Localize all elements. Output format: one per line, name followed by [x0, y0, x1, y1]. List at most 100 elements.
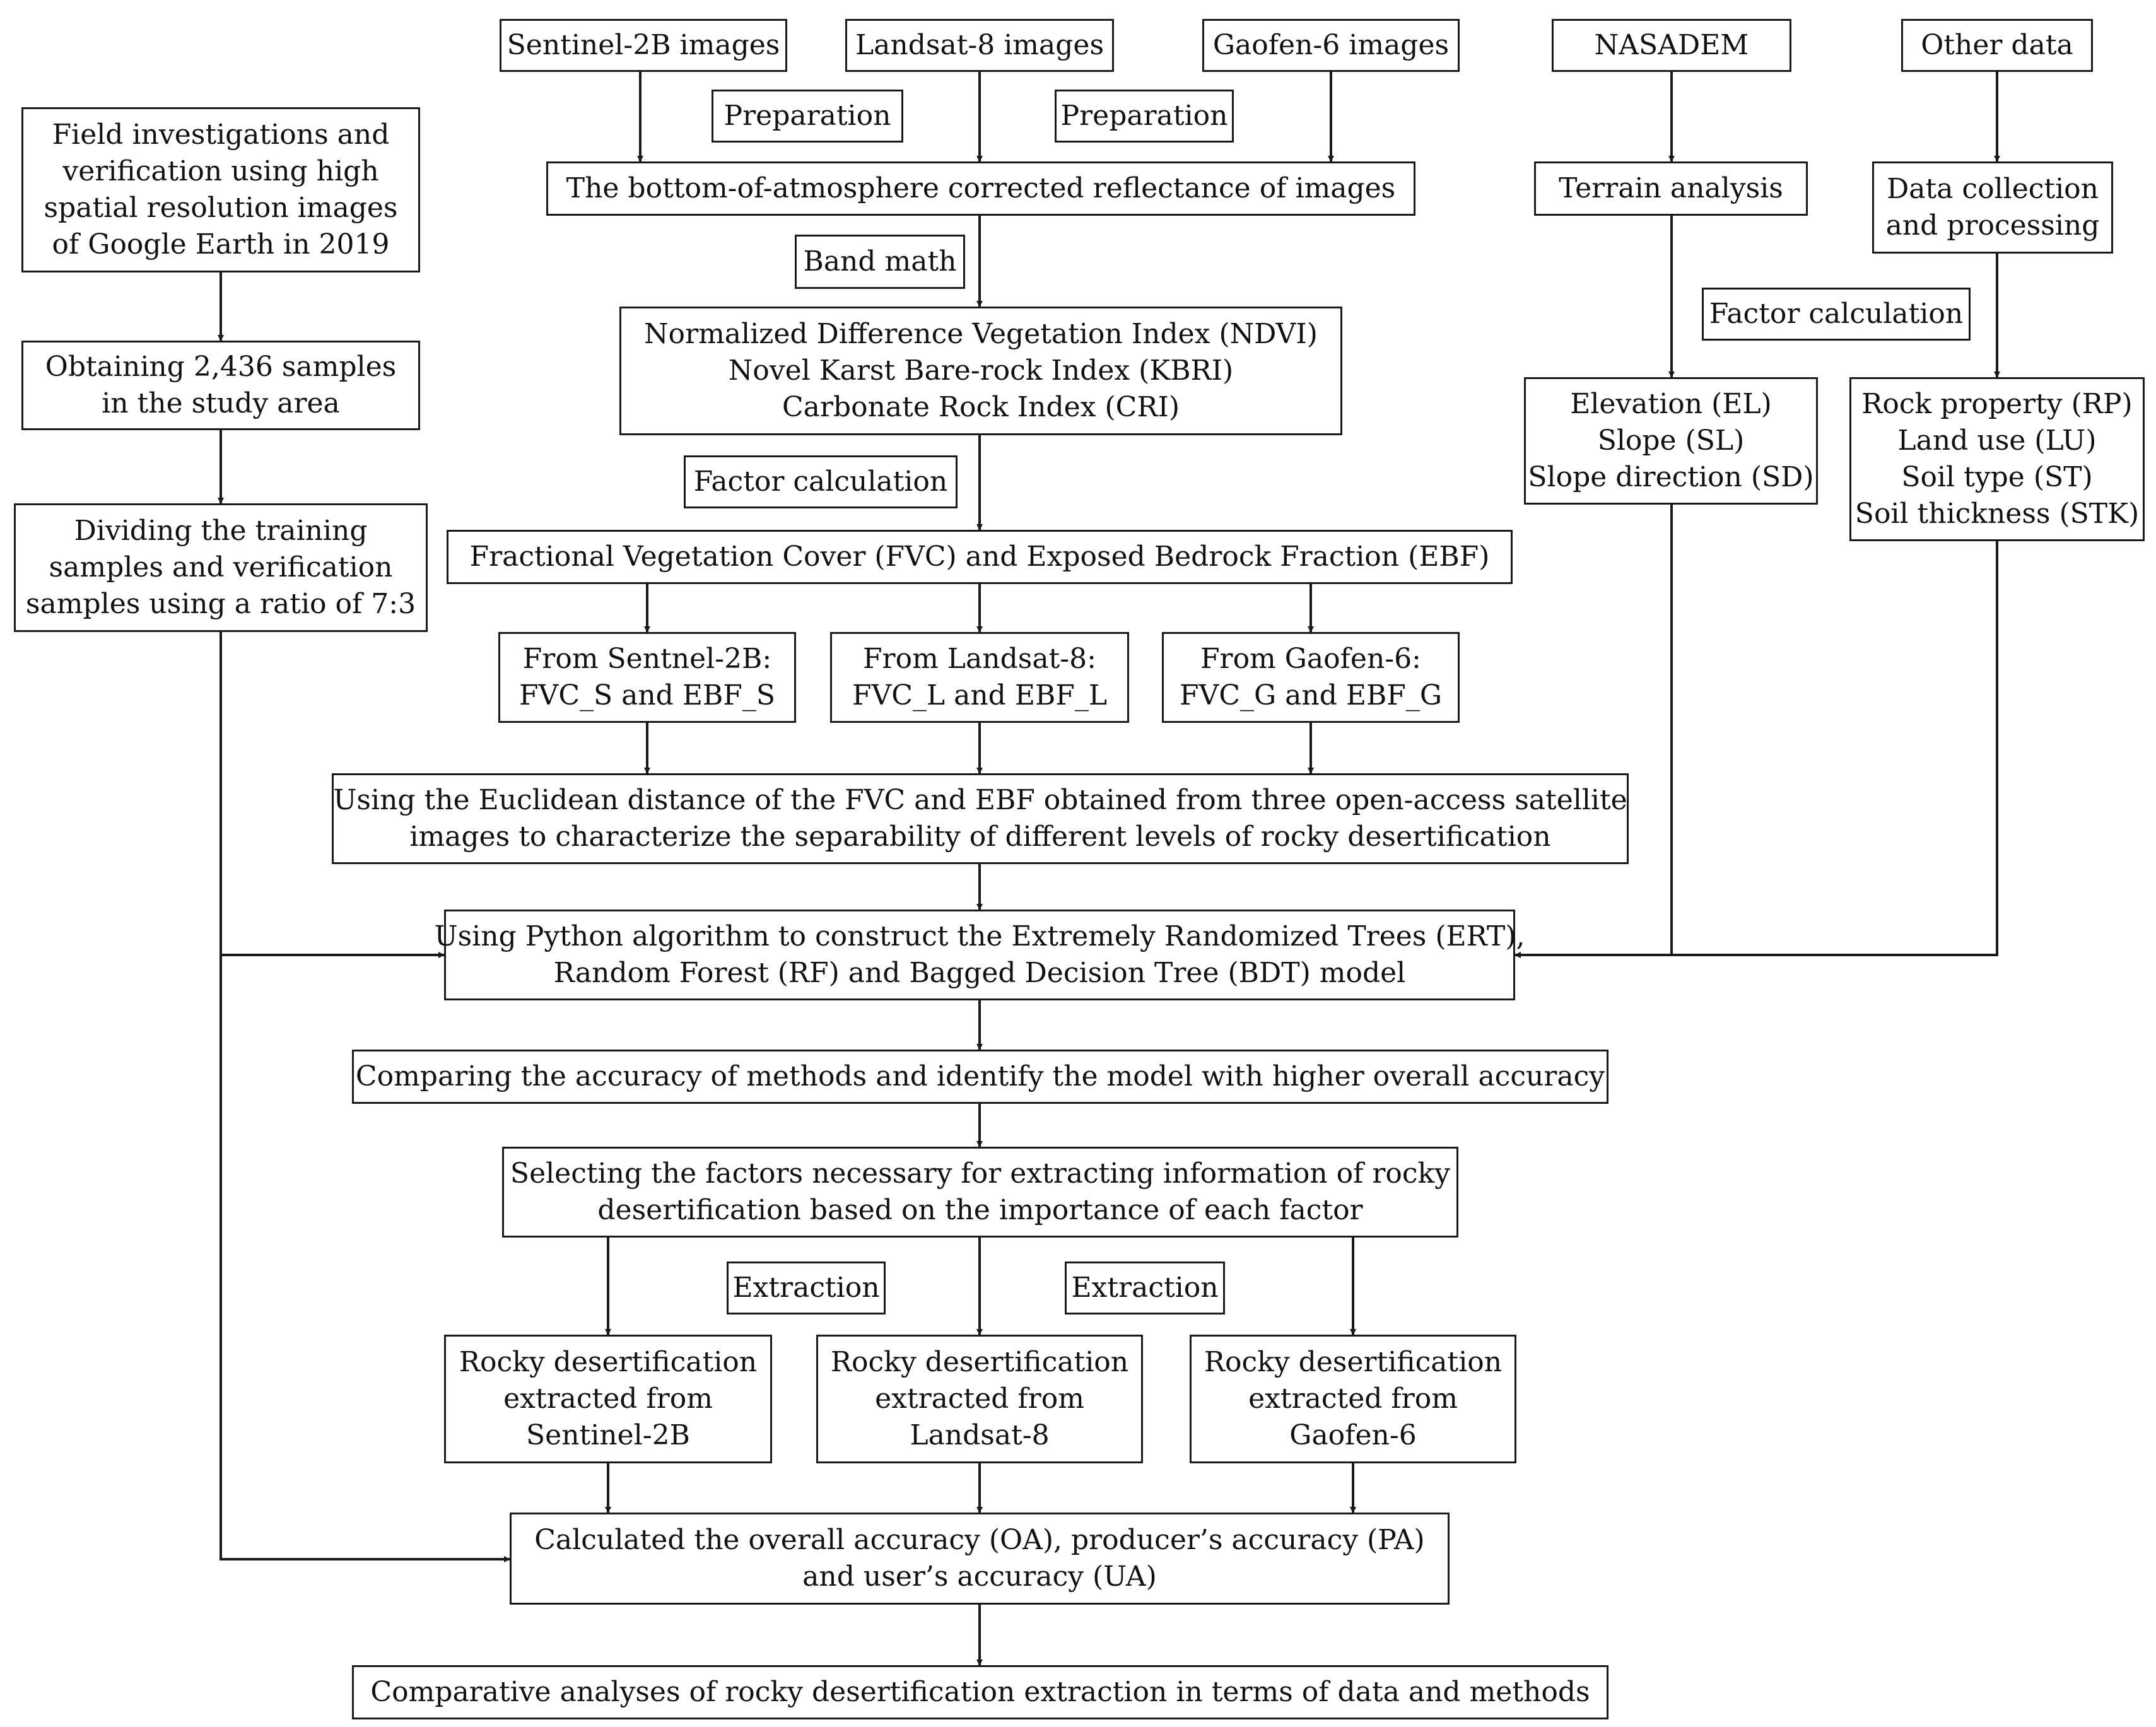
box-text-line: Selecting the factors necessary for extr…	[510, 1157, 1451, 1190]
box-text-line: extracted from	[1248, 1383, 1458, 1415]
extraction-box-left: Extraction	[727, 1262, 886, 1314]
box-text-line: samples using a ratio of 7:3	[25, 588, 416, 620]
box-text: Selecting the factors necessary for extr…	[510, 1156, 1450, 1229]
box-text-line: Band math	[803, 245, 957, 278]
other-factors-box: Rock property (RP) Land use (LU) Soil type…	[1849, 377, 2145, 541]
box-text: Factor calculation	[1709, 296, 1963, 332]
box-text-line: Rocky desertification	[1204, 1346, 1503, 1378]
box-text-line: From Sentnel-2B:	[522, 643, 772, 675]
extraction-box-right: Extraction	[1065, 1262, 1225, 1314]
box-text: Calculated the overall accuracy (OA), pr…	[534, 1522, 1424, 1595]
box-text-line: Preparation	[1060, 100, 1228, 132]
box-text-line: Sentinel-2B	[526, 1419, 690, 1451]
box-text: Landsat-8 images	[855, 27, 1104, 64]
box-text-line: Extraction	[732, 1272, 880, 1304]
box-text: From Landsat-8:FVC_L and EBF_L	[852, 641, 1107, 714]
box-text-line: Fractional Vegetation Cover (FVC) and Ex…	[469, 541, 1490, 573]
sentinel-images-box: Sentinel-2B images	[500, 19, 787, 72]
from-sentinel-box: From Sentnel-2B:FVC_S and EBF_S	[498, 632, 796, 723]
terrain-factors-box: Elevation (EL)Slope (SL)Slope direction …	[1524, 377, 1818, 505]
gaofen-images-box: Gaofen-6 images	[1202, 19, 1460, 72]
box-text-line: FVC_L and EBF_L	[852, 679, 1108, 711]
box-text-line: Landsat-8	[910, 1419, 1050, 1451]
box-text-line: Comparative analyses of rocky desertific…	[370, 1676, 1590, 1708]
from-landsat-box: From Landsat-8:FVC_L and EBF_L	[830, 632, 1129, 723]
box-text: Factor calculation	[694, 464, 947, 500]
box-text-line: Terrain analysis	[1559, 172, 1783, 204]
arrow-dividing-to-calc	[220, 955, 510, 1562]
box-text-line: of Google Earth in 2019	[52, 228, 390, 261]
dividing-samples-box: Dividing the training samples and verific…	[14, 503, 428, 632]
box-text-line: Random Forest (RF) and Bagged Decision T…	[553, 957, 1406, 989]
box-text-line: and user’s accuracy (UA)	[802, 1560, 1157, 1593]
box-text: Normalized Difference Vegetation Index (…	[644, 316, 1318, 426]
box-text-line: extracted from	[503, 1383, 713, 1415]
box-text: Extraction	[732, 1270, 879, 1306]
fvc-ebf-box: Fractional Vegetation Cover (FVC) and Ex…	[447, 530, 1513, 584]
box-text-line: Slope direction (SD)	[1528, 461, 1814, 493]
box-text: Elevation (EL)Slope (SL)Slope direction …	[1528, 386, 1813, 496]
box-text-line: The bottom-of-atmosphere corrected refle…	[566, 172, 1396, 204]
box-text-line: NASADEM	[1594, 29, 1749, 61]
box-text-line: Soil thickness (STK)	[1854, 498, 2140, 530]
box-text-line: images to characterize the separability …	[409, 821, 1551, 853]
box-text-line: Rocky desertification	[459, 1346, 758, 1378]
box-text-line: Gaofen-6 images	[1212, 29, 1450, 61]
box-text: Extraction	[1071, 1270, 1218, 1306]
box-text-line: Soil type (ST)	[1901, 461, 2093, 493]
box-text: Using Python algorithm to construct the …	[435, 918, 1525, 992]
box-text: Comparative analyses of rocky desertific…	[370, 1674, 1590, 1711]
box-text-line: Preparation	[724, 100, 891, 132]
box-text-line: spatial resolution images	[44, 192, 398, 224]
box-text-line: Land use (LU)	[1897, 424, 2097, 457]
box-text-line: Factor calculation	[693, 465, 948, 498]
box-text-line: Dividing the training	[74, 515, 368, 547]
box-text: Dividing the training samples and verific…	[26, 513, 416, 623]
box-text-line: FVC_G and EBF_G	[1180, 679, 1442, 711]
box-text: NASADEM	[1595, 27, 1749, 64]
box-text-line: Other data	[1921, 29, 2073, 61]
other-data-box: Other data	[1901, 19, 2093, 72]
box-text-line: Slope (SL)	[1597, 424, 1745, 457]
factor-calculation-box-right: Factor calculation	[1702, 288, 1971, 341]
box-text: The bottom-of-atmosphere corrected refle…	[566, 170, 1396, 207]
box-text-line: Normalized Difference Vegetation Index (…	[644, 318, 1318, 350]
preparation-box-right: Preparation	[1055, 90, 1234, 143]
box-text-line: Comparing the accuracy of methods and id…	[355, 1060, 1605, 1092]
box-text-line: Factor calculation	[1709, 298, 1964, 330]
box-text-line: desertification based on the importance …	[597, 1194, 1363, 1226]
nasadem-box: NASADEM	[1552, 19, 1791, 72]
box-text-line: Rock property (RP)	[1861, 388, 2133, 420]
box-text: From Sentnel-2B:FVC_S and EBF_S	[519, 641, 775, 714]
box-text-line: Carbonate Rock Index (CRI)	[782, 391, 1180, 423]
box-text-line: Using Python algorithm to construct the …	[434, 920, 1525, 952]
box-text-line: samples and verification	[49, 551, 393, 583]
box-text: Terrain analysis	[1559, 170, 1783, 207]
box-text: From Gaofen-6: FVC_G and EBF_G	[1180, 641, 1442, 714]
euclidean-distance-box: Using the Euclidean distance of the FVC …	[332, 773, 1629, 864]
landsat-images-box: Landsat-8 images	[845, 19, 1114, 72]
box-text-line: Landsat-8 images	[855, 29, 1104, 61]
from-gaofen-box: From Gaofen-6: FVC_G and EBF_G	[1162, 632, 1460, 723]
box-text: Preparation	[724, 98, 891, 134]
python-models-box: Using Python algorithm to construct the …	[435, 910, 1525, 1000]
box-text-line: Novel Karst Bare-rock Index (KBRI)	[728, 354, 1234, 387]
box-text-line: verification using high	[62, 155, 379, 187]
box-text: Band math	[803, 243, 956, 280]
box-text-line: From Gaofen-6:	[1200, 643, 1421, 675]
box-text: Fractional Vegetation Cover (FVC) and Ex…	[470, 539, 1490, 575]
box-text: Preparation	[1061, 98, 1228, 134]
box-text-line: in the study area	[102, 387, 340, 419]
band-math-box: Band math	[795, 235, 965, 289]
box-text-line: Calculated the overall accuracy (OA), pr…	[534, 1524, 1425, 1556]
arrow-terrainfactors-to-python	[1514, 505, 1673, 958]
